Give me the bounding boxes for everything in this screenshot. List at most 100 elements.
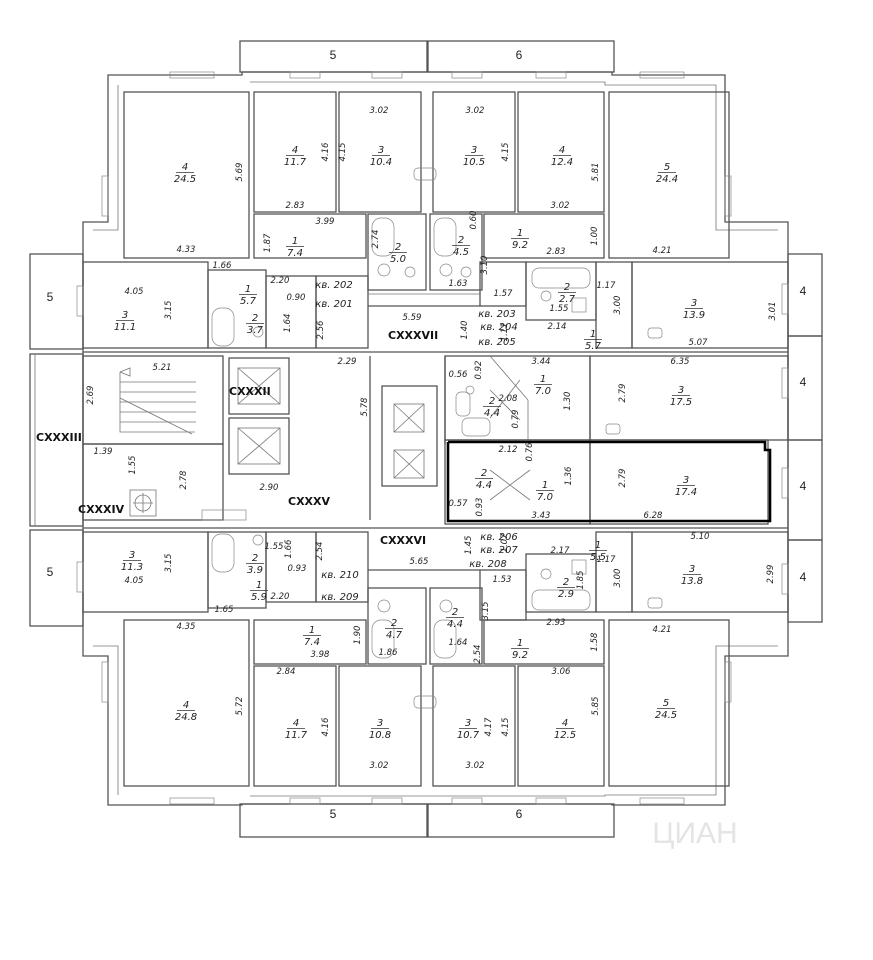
room-number: 2 [563, 577, 569, 588]
room-area: 10.7 [457, 730, 480, 741]
room-label: 311.3 [121, 550, 143, 573]
room-area: 12.5 [554, 730, 576, 741]
room-number: 1 [540, 374, 546, 385]
dimension-value: 4.35 [177, 622, 196, 632]
room-area: 7.4 [304, 637, 320, 648]
dimension-value: 2.08 [499, 394, 519, 404]
balcony-label: 4 [800, 375, 807, 389]
balconies [29, 40, 823, 838]
highlighted-apartment [446, 440, 772, 523]
room-label: 17.0 [534, 374, 552, 397]
room-number: 3 [378, 145, 384, 156]
watermark: ЦИАН [652, 817, 737, 850]
dimension-value: 3.02 [551, 201, 570, 211]
dimension-value: 2.20 [271, 592, 290, 602]
room-number: 3 [691, 298, 697, 309]
dimension-value: 3.00 [613, 569, 623, 588]
room-number: 3 [465, 718, 471, 729]
dimension-value: 5.85 [591, 697, 601, 716]
room-area: 5.7 [585, 341, 602, 352]
room-number: 2 [252, 553, 258, 564]
room-number: 1 [245, 284, 251, 295]
room-label: 311.1 [114, 310, 136, 333]
dimension-value: 5.59 [403, 313, 422, 323]
room-number: 3 [377, 718, 383, 729]
balcony-label: 5 [330, 807, 337, 821]
dimension-value: 1.17 [597, 555, 617, 565]
room-number: 4 [559, 145, 565, 156]
room-label: 424.5 [174, 162, 196, 185]
dimension-value: 1.58 [590, 632, 600, 652]
room-label: 411.7 [285, 718, 308, 741]
fixtures [201, 167, 663, 709]
dimension-value: 0.93 [475, 498, 485, 517]
room-label: 22.7 [558, 282, 576, 305]
dimension-value: 3.98 [311, 650, 331, 660]
dimension-value: 4.15 [501, 718, 511, 737]
balcony-label: 4 [800, 284, 807, 298]
dimension-value: 3.10 [480, 256, 490, 275]
dimension-value: 1.53 [493, 575, 512, 585]
dimension-value: 2.29 [338, 357, 357, 367]
dimension-value: 4.33 [177, 245, 196, 255]
room-label: 310.8 [369, 718, 391, 741]
section-code: CXXXIII [36, 431, 82, 444]
room-number: 1 [292, 236, 298, 247]
section-code: CXXXII [229, 385, 271, 398]
room-area: 5.7 [240, 296, 257, 307]
dimension-value: 1.36 [564, 466, 574, 486]
dimension-value: 4.16 [321, 142, 331, 162]
room-area: 3.9 [247, 565, 263, 576]
dimension-value: 1.63 [449, 279, 468, 289]
balcony-label: 4 [800, 570, 807, 584]
room-number: 2 [395, 242, 401, 253]
apartment-number: кв. 202 [315, 280, 352, 291]
room-label: 23.9 [246, 553, 264, 576]
room-number: 3 [678, 385, 684, 396]
dimension-value: 3.43 [532, 511, 551, 521]
room-area: 4.4 [476, 480, 492, 491]
room-area: 5.0 [390, 254, 406, 265]
dimension-value: 5.72 [235, 697, 245, 716]
room-area: 24.4 [656, 174, 678, 185]
balcony-label: 6 [516, 807, 523, 821]
dimension-value: 1.11 [500, 323, 510, 342]
dimension-value: 0.93 [288, 564, 307, 574]
room-area: 4.7 [386, 630, 403, 641]
room-area: 13.8 [681, 576, 703, 587]
dimension-value: 1.66 [213, 261, 233, 271]
room-number: 5 [664, 162, 670, 173]
dimension-value: 1.86 [379, 648, 399, 658]
dimension-value: 1.87 [263, 233, 273, 253]
apartment-number: кв. 210 [321, 570, 358, 581]
room-number: 5 [663, 698, 669, 709]
room-area: 5.9 [251, 592, 267, 603]
dimension-value: 0.56 [449, 370, 469, 380]
room-label: 412.5 [554, 718, 576, 741]
room-label: 25.0 [389, 242, 407, 265]
dimension-value: 1.66 [284, 539, 294, 559]
room-label: 424.8 [175, 700, 197, 723]
room-area: 4.5 [453, 247, 469, 258]
room-number: 2 [391, 618, 397, 629]
room-label: 313.9 [683, 298, 705, 321]
room-label: 15.9 [250, 580, 268, 603]
room-label: 310.4 [370, 145, 392, 168]
room-label: 411.7 [284, 145, 307, 168]
windows [76, 71, 789, 805]
room-number: 3 [129, 550, 135, 561]
dimension-value: 3.15 [164, 554, 174, 573]
room-area: 11.1 [114, 322, 136, 333]
room-label: 24.7 [385, 618, 403, 641]
section-code: CXXXVII [388, 329, 438, 342]
apartment-number: кв. 208 [469, 559, 506, 570]
apartment-number: кв. 201 [315, 299, 352, 310]
room-number: 1 [309, 625, 315, 636]
bottom-rooms [82, 531, 789, 787]
room-label: 317.4 [675, 475, 697, 498]
dimension-value: 2.79 [618, 469, 628, 488]
room-label: 317.5 [670, 385, 692, 408]
dimension-value: 5.69 [235, 163, 245, 182]
